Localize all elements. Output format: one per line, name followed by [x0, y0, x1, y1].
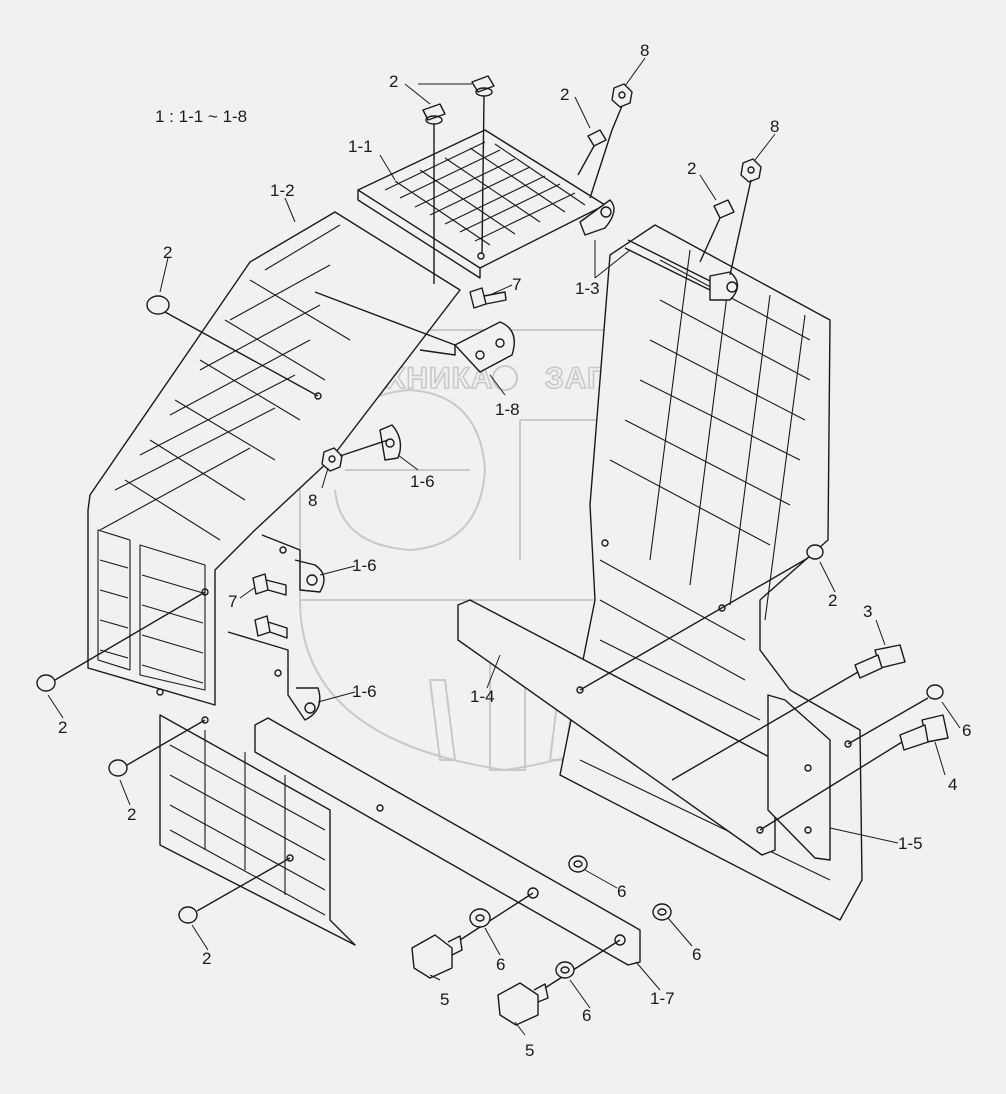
bolt-7-lower [254, 615, 288, 639]
label-6-d: 6 [582, 1006, 591, 1025]
bolt-2-left-lower [108, 719, 206, 777]
washer-6-d [555, 961, 575, 979]
bolt-4 [759, 714, 949, 831]
label-1-6-lower: 1-6 [352, 682, 377, 701]
label-8-left: 8 [308, 491, 317, 510]
bolt-2-hinge-top [577, 129, 607, 176]
part-labels: 1-1 1-2 1-3 1-4 1-5 1-6 1-6 1-6 1-7 1-8 … [58, 41, 971, 1060]
label-5-lower: 5 [525, 1041, 534, 1060]
label-1-6-middle: 1-6 [352, 556, 377, 575]
label-1-6-upper: 1-6 [410, 472, 435, 491]
part-lower-left-grille [159, 714, 356, 946]
bolt-2-right-middle [579, 544, 824, 691]
label-1-8: 1-8 [495, 400, 520, 419]
label-2-top: 2 [389, 72, 398, 91]
label-1-4: 1-4 [470, 687, 495, 706]
washer-6-b [469, 908, 491, 928]
nut-8-top [589, 83, 633, 199]
part-1-7-long-strip [254, 717, 641, 966]
label-1-1: 1-1 [348, 137, 373, 156]
label-7-upper: 7 [512, 275, 521, 294]
washer-6-a [568, 855, 588, 873]
label-5-upper: 5 [440, 990, 449, 1009]
bolt-2-right-lower [847, 684, 944, 745]
part-1-3-bracket [579, 199, 739, 301]
label-2-left-bottom: 2 [202, 949, 211, 968]
bolt-2-top-b [471, 75, 495, 255]
label-2-right-lower: 6 [962, 721, 971, 740]
label-1-3: 1-3 [575, 279, 600, 298]
label-4: 4 [948, 775, 957, 794]
part-1-5-strip [767, 694, 831, 861]
bolt-2-top-a [422, 103, 446, 284]
bolt-7-upper [469, 287, 507, 309]
bolt-5-lower [497, 939, 621, 1026]
nut-8-right [729, 158, 762, 276]
leader-lines [47, 57, 961, 1036]
label-7-lower: 7 [228, 592, 237, 611]
label-2-right-middle: 2 [828, 591, 837, 610]
label-2-hinge: 2 [560, 85, 569, 104]
nut-8-left [321, 439, 389, 472]
part-1-6-hinge-lower [227, 631, 321, 721]
label-8-right: 8 [770, 117, 779, 136]
part-1-4-strip [457, 599, 776, 856]
label-6-a: 6 [617, 882, 626, 901]
bolt-2-left-top [146, 295, 319, 397]
label-3: 3 [863, 602, 872, 621]
washer-6-c [652, 903, 672, 921]
label-8-top: 8 [640, 41, 649, 60]
label-6-b: 6 [496, 955, 505, 974]
label-2-left-top: 2 [163, 243, 172, 262]
label-6-c: 6 [692, 945, 701, 964]
part-1-6-hinge-upper [379, 424, 402, 461]
label-1-2: 1-2 [270, 181, 295, 200]
part-1-6-hinge-middle [261, 534, 325, 593]
label-1-7: 1-7 [650, 989, 675, 1008]
bolt-3 [671, 644, 906, 781]
bolt-5-upper [411, 892, 534, 979]
bolt-2-left-middle [36, 591, 206, 692]
bolt-7-middle [252, 573, 287, 596]
label-2-left-middle: 2 [58, 718, 67, 737]
label-2-left-lower: 2 [127, 805, 136, 824]
label-1-5: 1-5 [898, 834, 923, 853]
bolt-2-right-top [699, 199, 735, 263]
scale-note: 1 : 1-1 ~ 1-8 [155, 107, 247, 126]
label-2-right-top: 2 [687, 159, 696, 178]
bolt-2-left-bottom [178, 857, 291, 924]
part-1-2-left-grille-panel [87, 211, 461, 706]
part-1-8-hinge-plate [314, 291, 515, 373]
